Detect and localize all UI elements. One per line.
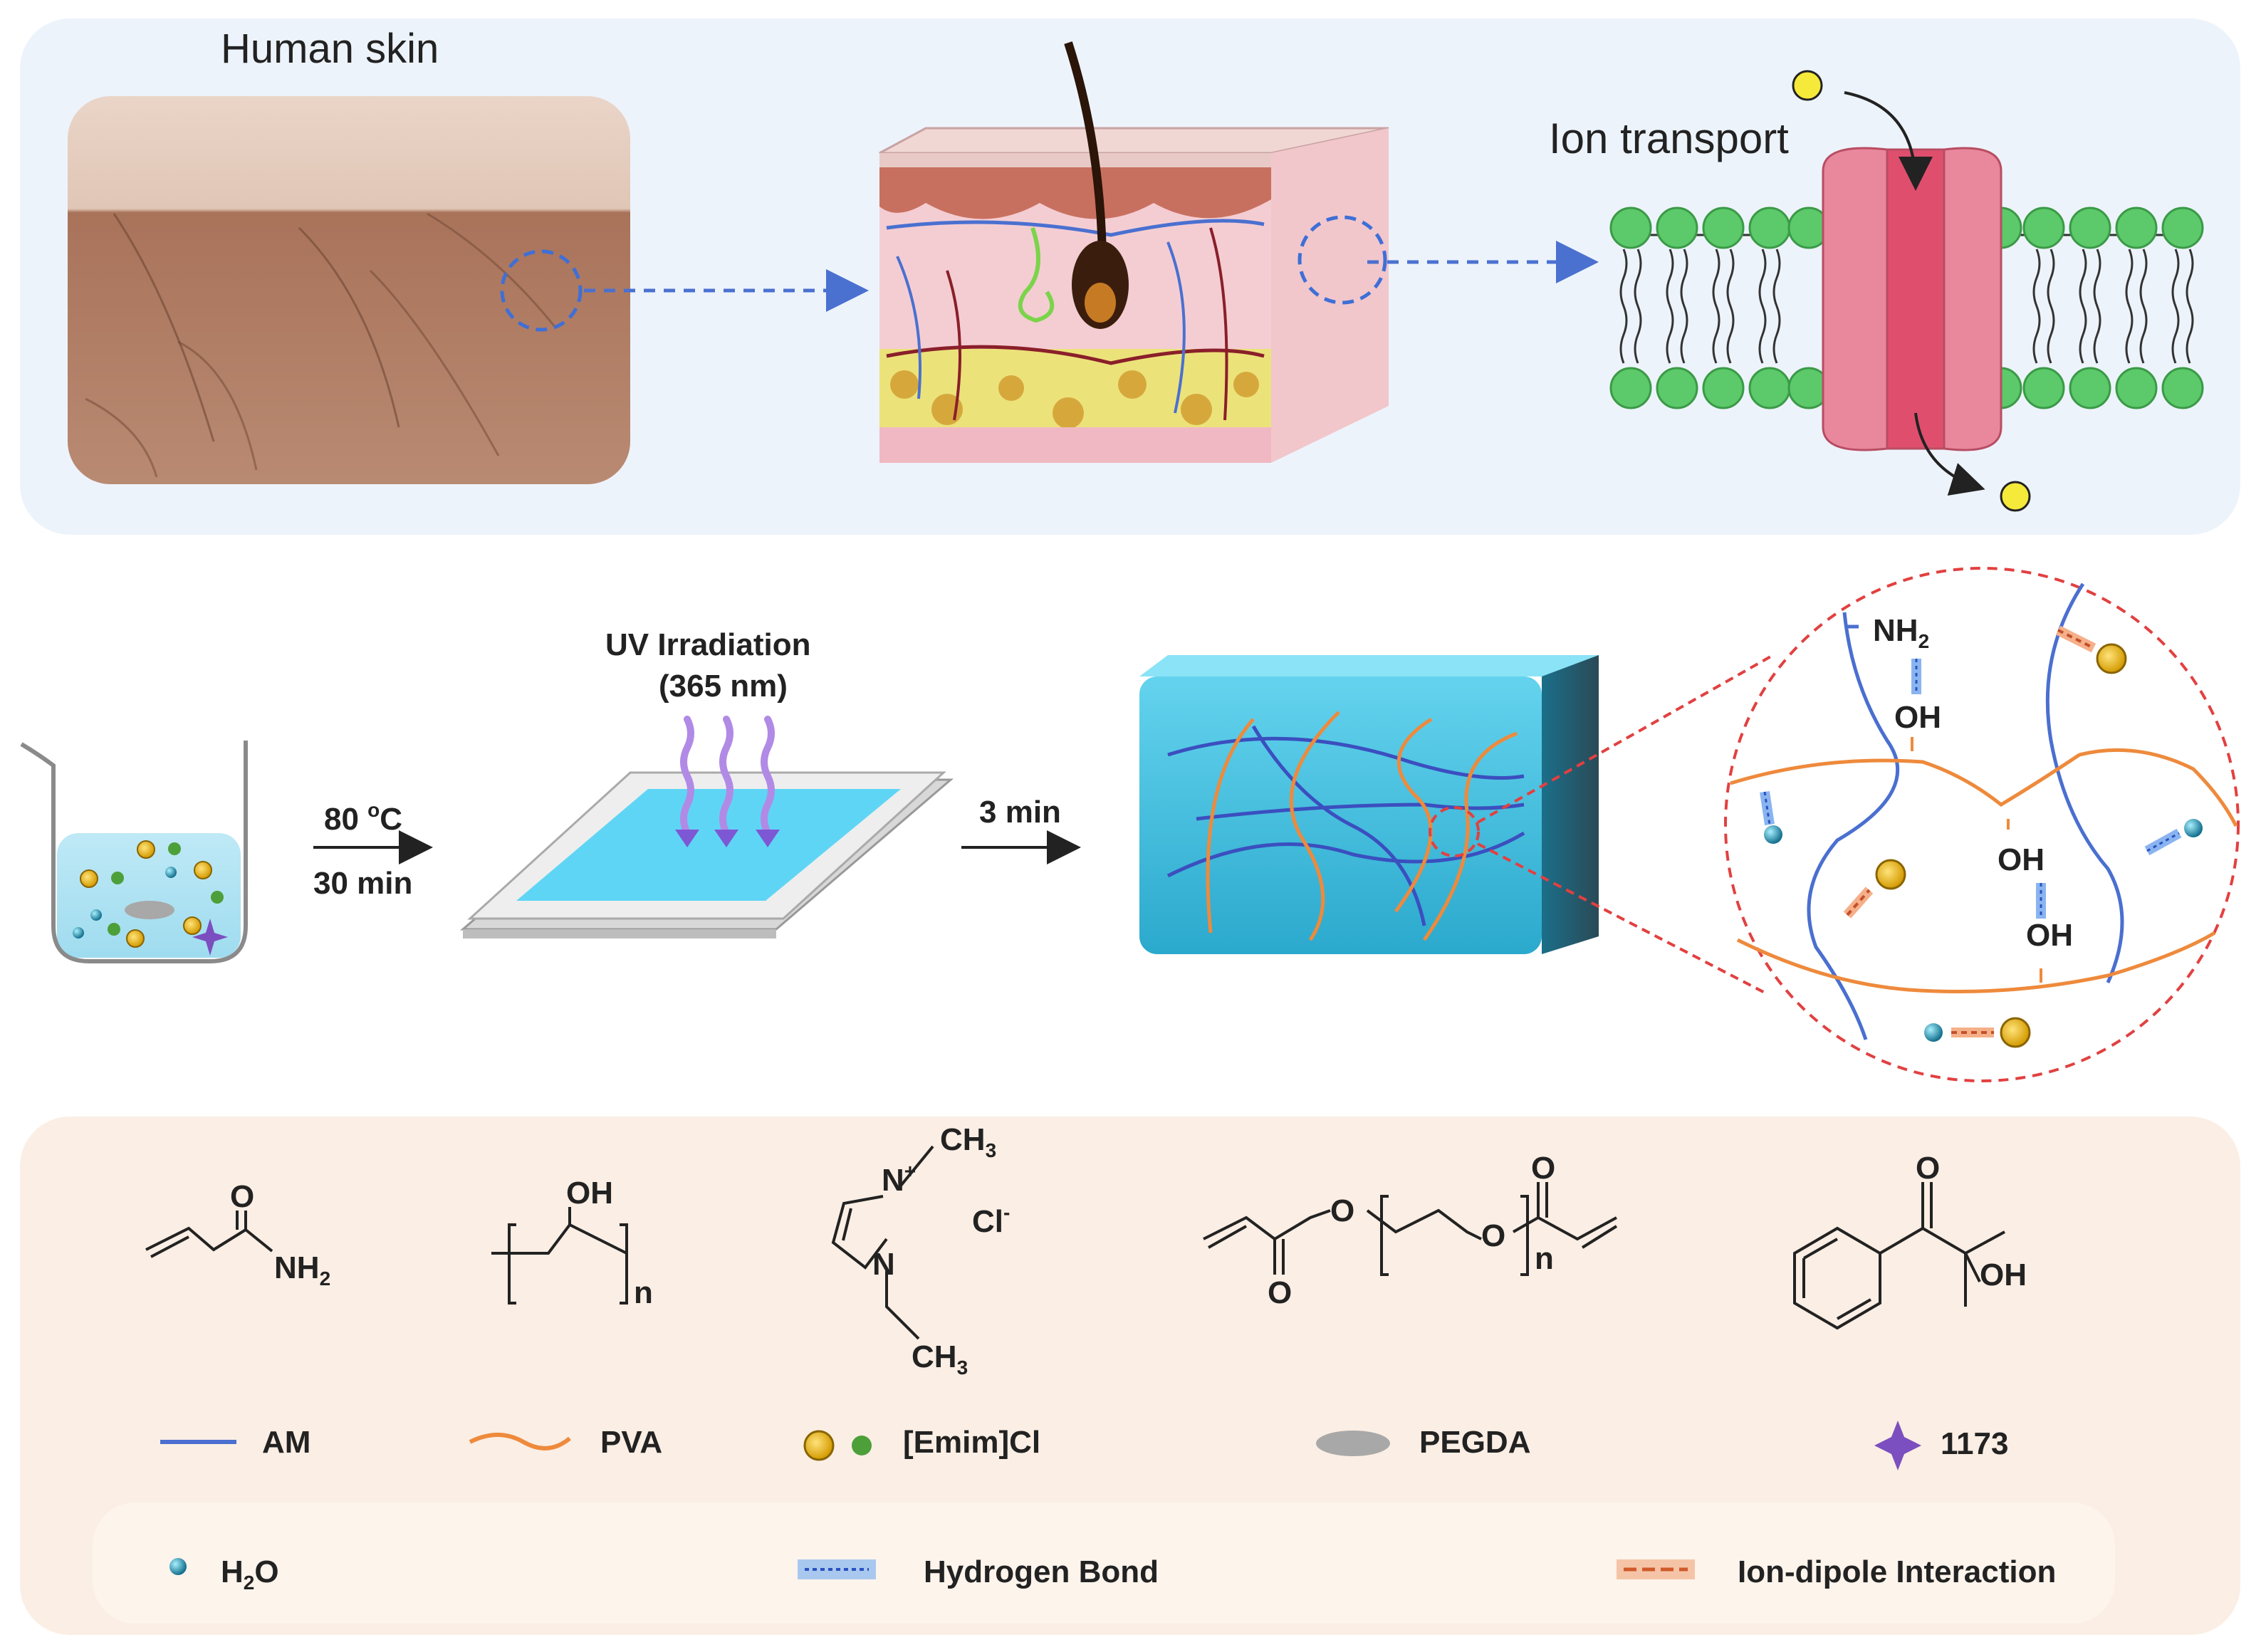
zoom-oh-label-3: OH (2026, 918, 2073, 953)
uv-rays (680, 716, 775, 837)
am-structure-bonds (145, 1211, 273, 1258)
skin-photo (68, 96, 630, 484)
legend-water-swatch (169, 1558, 187, 1575)
legend-anion-swatch (852, 1436, 872, 1455)
emim-n-plus: N+ (882, 1160, 916, 1198)
pegda-oxygen-left: O (1330, 1193, 1354, 1228)
pva-structure-bonds (491, 1207, 628, 1305)
ion-arrow-in (1844, 91, 1933, 191)
step2-time: 3 min (979, 795, 1061, 830)
molecular-zoom-circle (1724, 567, 2240, 1082)
legend-hbond-label: Hydrogen Bond (924, 1554, 1159, 1589)
pegda-structure-bonds (1203, 1182, 1618, 1276)
emim-n: N (872, 1247, 895, 1282)
legend-1173-label: 1173 (1941, 1426, 2008, 1461)
i1173-structure-bonds (1793, 1182, 2005, 1330)
step1-time: 30 min (313, 866, 412, 901)
am-amine: NH2 (274, 1250, 330, 1290)
emim-methyl-bottom: CH3 (912, 1339, 968, 1379)
skin-zoom-circle (500, 249, 583, 332)
i1173-hydroxyl: OH (1980, 1258, 2027, 1292)
pegda-oxygen-right: O (1481, 1218, 1505, 1253)
zoom-line-bottom (1477, 842, 1767, 995)
legend-emim-label: [Emim]Cl (903, 1425, 1040, 1460)
step1-temperature: 80 oC (324, 799, 402, 837)
legend-initiator-swatch (1874, 1421, 1921, 1470)
pegda-oxygen-ester: O (1268, 1275, 1292, 1310)
ion-transport-title: Ion transport (1549, 115, 1789, 162)
ion-arrow-out (1914, 412, 1985, 496)
beaker (20, 741, 248, 963)
legend-am-label: AM (262, 1425, 310, 1460)
legend-inner-background (93, 1502, 2115, 1624)
uv-label-line1: UV Irradiation (605, 627, 811, 662)
pva-repeat-n: n (634, 1275, 653, 1310)
skin-cross-section (879, 41, 1389, 463)
ion-particle-bottom (2000, 481, 2031, 512)
zoom-oh-label-2: OH (1998, 842, 2045, 877)
legend-cation-swatch (803, 1430, 835, 1461)
pegda-repeat-n: n (1535, 1241, 1554, 1276)
emim-methyl-top: CH3 (940, 1122, 996, 1161)
ion-particle-top (1792, 70, 1823, 101)
uv-label-line2: (365 nm) (659, 669, 788, 704)
zoom-nh2-label: NH2 (1873, 613, 1929, 652)
legend-pva-label: PVA (600, 1425, 662, 1460)
uv-arrowheads (675, 830, 780, 847)
legend-pegda-label: PEGDA (1419, 1425, 1530, 1460)
pva-hydroxyl: OH (566, 1176, 613, 1211)
emim-structure-bonds (831, 1145, 934, 1340)
ion-channel (1822, 147, 2002, 451)
uv-mold (459, 771, 954, 939)
legend-pva-swatch (469, 1433, 571, 1450)
legend-iondipole-label: Ion-dipole Interaction (1738, 1554, 2056, 1589)
legend-pegda-swatch (1316, 1431, 1390, 1456)
legend-h2o-label: H2O (221, 1554, 279, 1594)
pegda-oxygen-top: O (1531, 1151, 1555, 1186)
zoom-oh-label-1: OH (1894, 700, 1941, 735)
am-oxygen: O (230, 1179, 254, 1214)
human-skin-title: Human skin (221, 26, 439, 72)
emim-chloride: Cl- (972, 1201, 1010, 1239)
hydrogel-block (1139, 655, 1599, 954)
i1173-oxygen: O (1916, 1151, 1940, 1186)
